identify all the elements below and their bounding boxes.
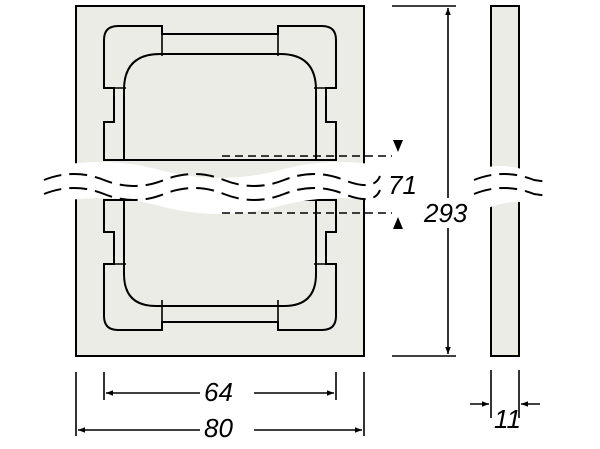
dimension-label-64: 64 (204, 377, 233, 407)
dimension-label-71: 71 (388, 170, 417, 200)
dimension-64: 64 (103, 372, 337, 407)
dimension-label-11: 11 (494, 404, 521, 434)
upper-inner-rim (103, 25, 337, 161)
break-lines (40, 162, 549, 214)
dimension-71: 71 (222, 140, 417, 229)
dimension-80: 80 (75, 372, 365, 443)
lower-opening (123, 199, 317, 307)
dimension-label-293: 293 (423, 198, 468, 228)
upper-opening (123, 53, 317, 161)
dimension-11: 11 (470, 370, 540, 434)
dimension-label-80: 80 (204, 413, 233, 443)
dimension-293: 293 (392, 5, 488, 357)
